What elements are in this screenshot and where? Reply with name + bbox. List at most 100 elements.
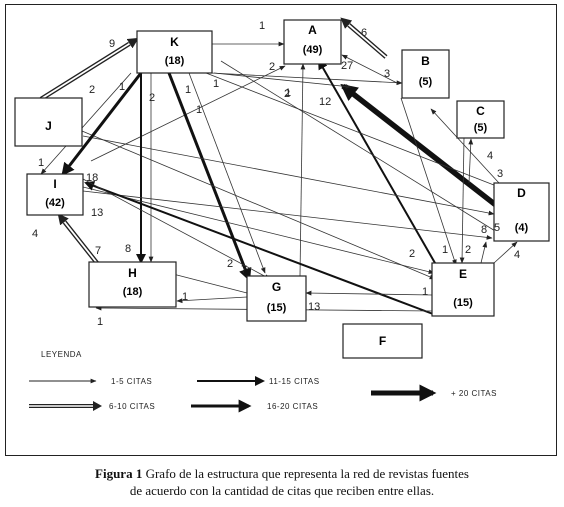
edge-label: 1 bbox=[97, 316, 103, 328]
caption-line-2: de acuerdo con la cantidad de citas que … bbox=[129, 483, 435, 498]
edge-double-arrow bbox=[39, 37, 139, 101]
node-box bbox=[431, 262, 495, 317]
node-box bbox=[456, 100, 505, 139]
edge-label: 1 bbox=[442, 244, 448, 256]
edge-arrow bbox=[213, 72, 352, 89]
edge-label: 1 bbox=[285, 87, 291, 99]
edge-label: 2 bbox=[465, 244, 471, 256]
edge-arrow bbox=[84, 181, 434, 315]
edge-label: 1 bbox=[119, 81, 125, 93]
node-c: C(5) bbox=[456, 100, 505, 139]
edge-arrow bbox=[480, 241, 488, 264]
edge-arrow bbox=[340, 83, 499, 209]
nodes-layer: A(49)B(5)C(5)D(4)E(15)FG(15)H(18)I(42)JK… bbox=[14, 19, 550, 359]
edge-arrow bbox=[210, 72, 403, 86]
node-e: E(15) bbox=[431, 262, 495, 317]
edge-arrow bbox=[430, 108, 500, 184]
node-box bbox=[26, 173, 84, 216]
node-box bbox=[342, 323, 423, 359]
edge-arrow bbox=[176, 296, 248, 304]
edge-label: 1 bbox=[259, 20, 265, 32]
node-name: B bbox=[421, 54, 430, 68]
node-name: K bbox=[170, 35, 179, 49]
legend-label-16-20: 16-20 CITAS bbox=[267, 402, 318, 411]
figure-caption: Figura 1 Grafo de la estructura que repr… bbox=[0, 465, 564, 499]
edge-label: 3 bbox=[497, 168, 503, 180]
edge-arrow bbox=[90, 65, 286, 162]
edge-arrow bbox=[305, 290, 433, 296]
node-box bbox=[283, 19, 342, 65]
node-citation-count: (5) bbox=[474, 122, 488, 134]
edge-label: 2 bbox=[89, 84, 95, 96]
edge-label: 1 bbox=[196, 104, 202, 116]
node-name: G bbox=[272, 280, 281, 294]
edge-label: 1 bbox=[213, 78, 219, 90]
node-citation-count: (42) bbox=[45, 197, 65, 209]
edge-arrow bbox=[188, 72, 266, 274]
legend-title: LEYENDA bbox=[41, 350, 82, 359]
node-citation-count: (18) bbox=[123, 286, 143, 298]
edge-label: 8 bbox=[125, 243, 131, 255]
edge-label: 4 bbox=[514, 249, 520, 261]
citation-graph: A(49)B(5)C(5)D(4)E(15)FG(15)H(18)I(42)JK… bbox=[14, 17, 550, 413]
edge-arrow bbox=[40, 72, 132, 175]
edge-label: 1 bbox=[422, 286, 428, 298]
node-citation-count: (4) bbox=[515, 222, 529, 234]
node-box bbox=[246, 275, 307, 322]
edge-arrow bbox=[493, 241, 518, 264]
edge-arrow bbox=[468, 138, 474, 184]
edge-label: 13 bbox=[308, 301, 320, 313]
edge-arrow bbox=[299, 63, 306, 277]
node-box bbox=[136, 30, 213, 74]
node-b: B(5) bbox=[401, 49, 450, 99]
legend: LEYENDA 1-5 CITAS 11-15 CITAS + 20 CITAS… bbox=[29, 350, 497, 413]
edge-label: 2 bbox=[409, 248, 415, 260]
edge-arrow bbox=[61, 72, 143, 177]
node-box bbox=[88, 261, 177, 308]
legend-label-6-10: 6-10 CITAS bbox=[109, 402, 155, 411]
legend-label-11-15: 11-15 CITAS bbox=[269, 377, 320, 386]
legend-label-1-5: 1-5 CITAS bbox=[111, 377, 152, 386]
edge-label: 2 bbox=[149, 92, 155, 104]
edge-label: 2 bbox=[284, 88, 290, 100]
edge-label: 1 bbox=[38, 157, 44, 169]
edge-arrow bbox=[341, 54, 400, 85]
node-name: I bbox=[53, 177, 56, 191]
node-a: A (49) bbox=[283, 19, 342, 65]
edge-arrow bbox=[82, 178, 271, 280]
edge-label: 2 bbox=[227, 258, 233, 270]
edge-arrow bbox=[220, 60, 501, 235]
node-h: H (18) bbox=[88, 261, 177, 308]
caption-label: Figura 1 bbox=[95, 466, 143, 481]
legend-line-6-10 bbox=[29, 401, 102, 411]
edges-layer bbox=[39, 17, 518, 315]
node-box bbox=[401, 49, 450, 99]
node-name: F bbox=[379, 334, 386, 348]
node-citation-count: (18) bbox=[165, 55, 185, 67]
edge-label: 7 bbox=[95, 245, 101, 257]
node-i: I (42) bbox=[26, 173, 84, 216]
edge-label: 8 bbox=[481, 224, 487, 236]
edge-arrow bbox=[82, 186, 435, 275]
node-f: F bbox=[342, 323, 423, 359]
edge-arrow bbox=[459, 137, 465, 264]
node-name: D bbox=[517, 186, 526, 200]
node-citation-count: (49) bbox=[303, 44, 323, 56]
edge-double-arrow bbox=[340, 17, 388, 59]
edge-label: 27 bbox=[341, 60, 353, 72]
node-citation-count: (15) bbox=[267, 302, 287, 314]
edge-arrow bbox=[167, 72, 252, 282]
edge-label: 1 bbox=[185, 84, 191, 96]
edge-label: 7 bbox=[241, 264, 247, 276]
edge-label: 5 bbox=[494, 222, 500, 234]
edge-arrow bbox=[400, 97, 457, 266]
edge-label: 13 bbox=[91, 207, 103, 219]
node-name: H bbox=[128, 266, 137, 280]
node-name: A bbox=[308, 23, 317, 37]
edge-arrow bbox=[205, 72, 500, 188]
legend-label-20-plus: + 20 CITAS bbox=[451, 389, 497, 398]
edge-label: 6 bbox=[361, 27, 367, 39]
node-citation-count: (15) bbox=[453, 297, 473, 309]
